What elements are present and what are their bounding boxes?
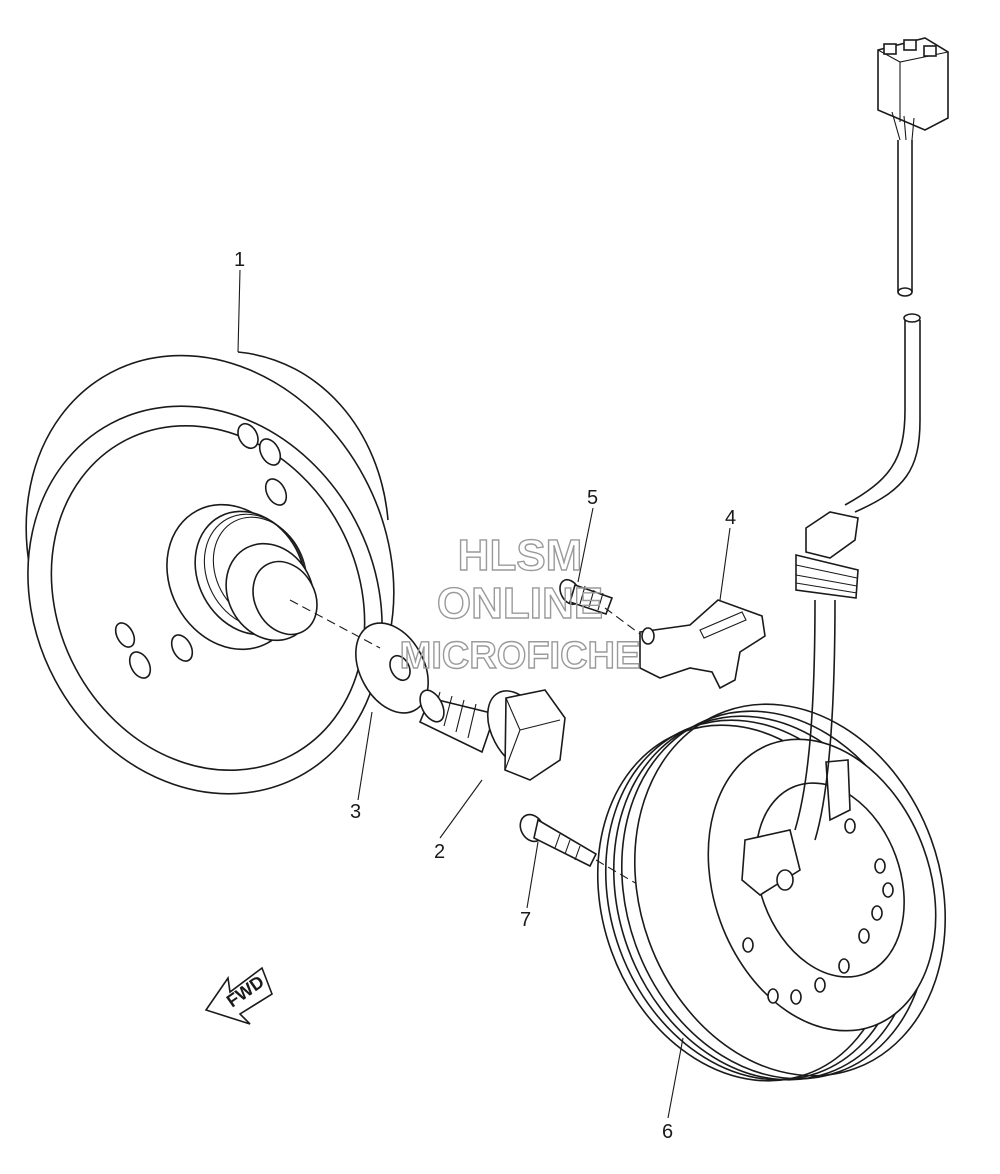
part-labels: 1 2 3 4 5 6 7 [234,249,736,1143]
leader-lines [237,269,731,1119]
screw-drawing [559,578,614,616]
rotor-drawing [25,351,395,795]
part-label-2: 2 [434,841,445,863]
watermark-line-1: HLSM [458,531,583,580]
stator-bolt-drawing [519,813,598,868]
screw-axis-line [604,607,641,635]
part-label-1: 1 [234,249,245,271]
wire-harness-drawing [795,37,949,599]
part-label-3: 3 [350,801,361,823]
watermark: HLSM ONLINE MICROFICHE [399,530,641,677]
part-label-6: 6 [662,1121,673,1143]
washer-drawing [355,622,429,714]
part-label-4: 4 [725,507,736,529]
lead-clamp-drawing [639,599,766,690]
stator-drawing [596,599,947,1082]
part-label-7: 7 [520,909,531,931]
assembly-axis-line [289,599,381,649]
watermark-line-3: MICROFICHE [400,635,641,677]
fwd-direction-arrow: FWD [204,966,273,1025]
watermark-line-2: ONLINE [437,579,603,628]
part-label-5: 5 [587,487,598,509]
flange-bolt-drawing [418,689,566,781]
